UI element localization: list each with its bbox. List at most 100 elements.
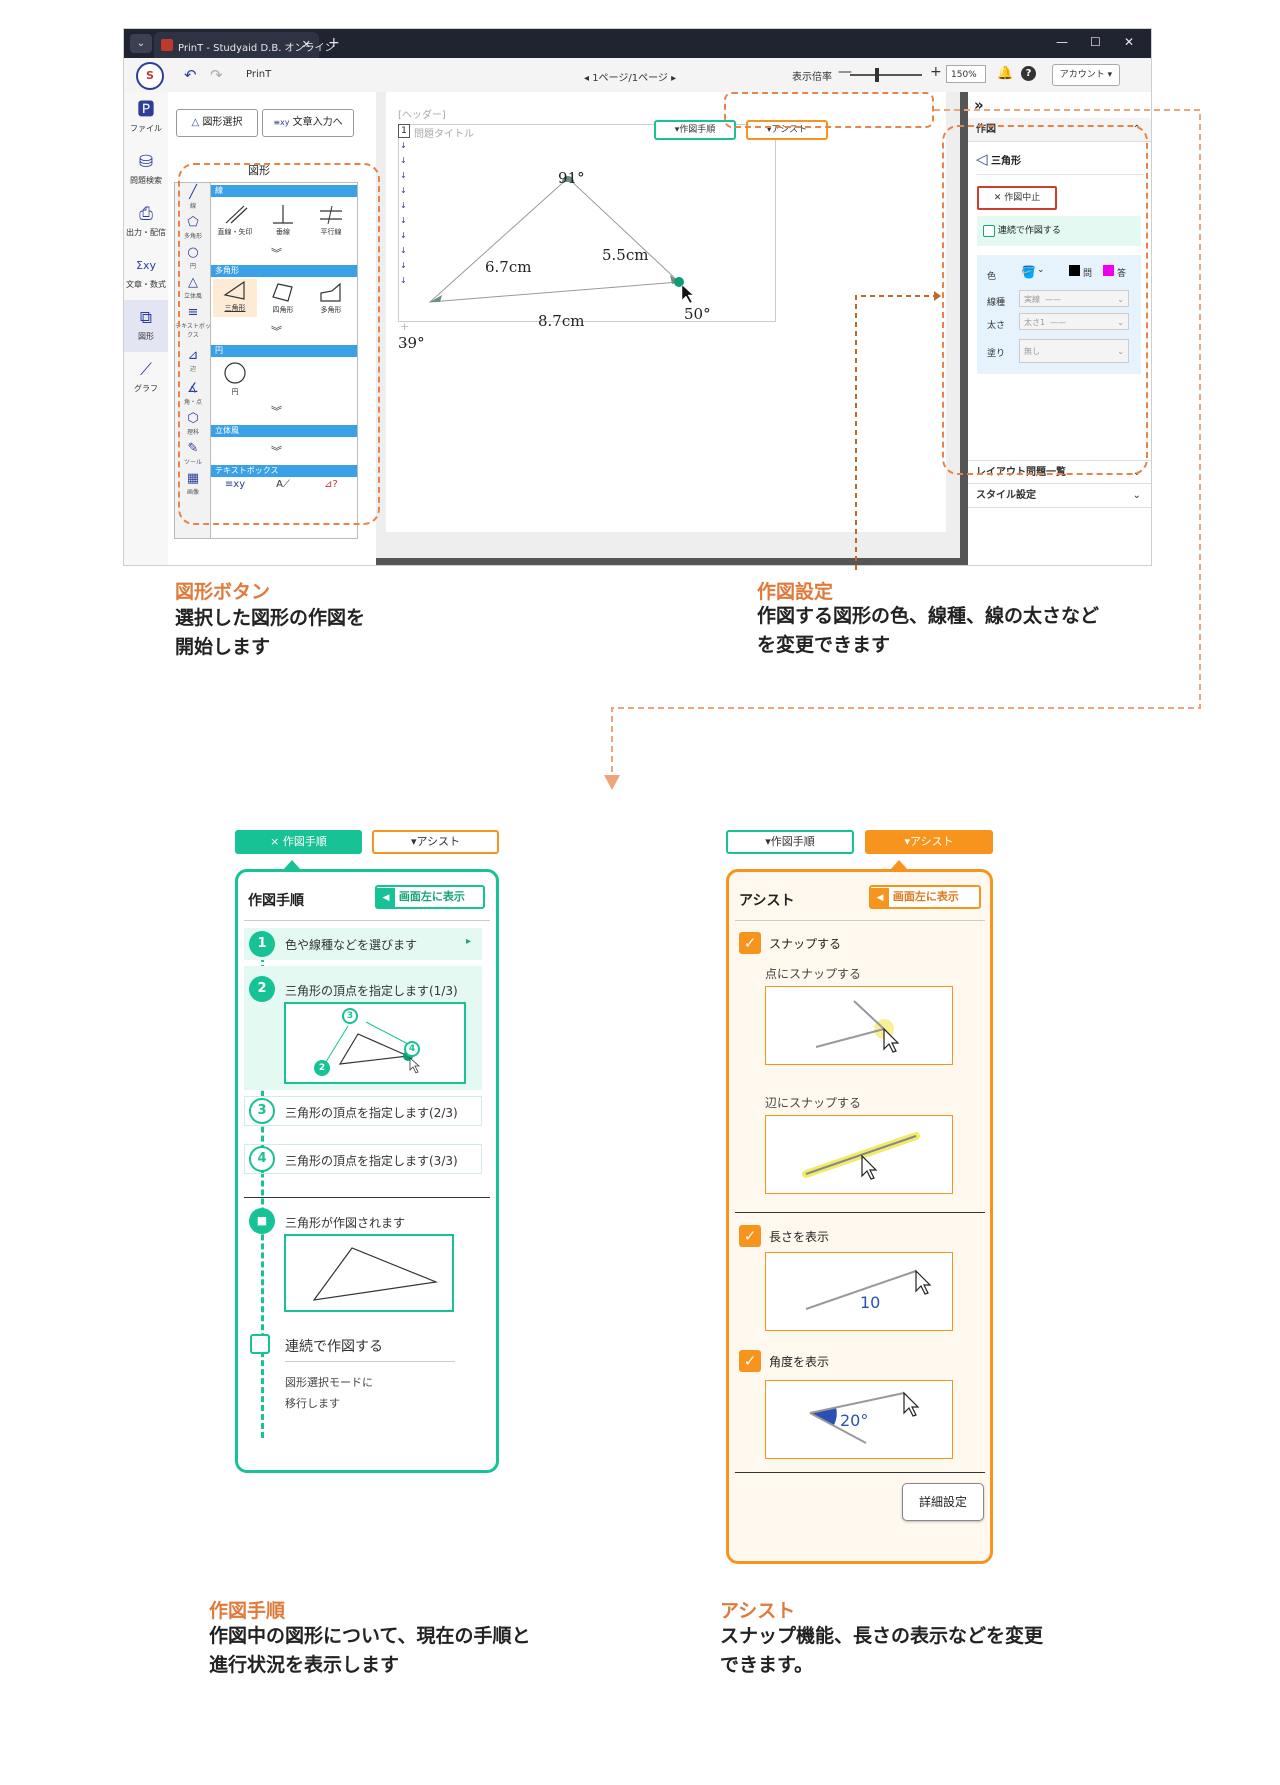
color-magenta-swatch[interactable] [1103, 265, 1114, 276]
procedure-callout-body: 作図中の図形について、現在の手順と 進行状況を表示します [209, 1622, 530, 1680]
show-left-button[interactable]: ◀ 画面左に表示 [375, 885, 485, 909]
expand-polygons-icon[interactable]: ︾ [271, 325, 282, 338]
stop-drawing-button[interactable]: ✕ 作図中止 [977, 186, 1057, 210]
category-line[interactable]: ╱線 [175, 185, 211, 210]
add-row-icon[interactable]: + [400, 338, 410, 351]
header-placeholder[interactable]: [ヘッダー] [398, 110, 446, 121]
shape-parallel[interactable]: 平行線 [311, 203, 351, 237]
procedure-toggle-button[interactable]: ▾作図手順 [654, 120, 736, 140]
shape-circle[interactable]: 円 [215, 361, 255, 397]
browser-tab[interactable]: PrinT - Studyaid D.B. オンライン ✕ [154, 32, 335, 58]
bell-icon[interactable]: 🔔 [997, 66, 1014, 81]
question-title-placeholder[interactable]: 問題タイトル [414, 129, 474, 140]
zoom-in-button[interactable]: + [930, 64, 942, 80]
close-window-button[interactable]: ✕ [1124, 35, 1135, 49]
procedure-tab-active[interactable]: × 作図手順 [235, 830, 362, 854]
category-edge[interactable]: ⊿辺 [175, 348, 211, 373]
category-science[interactable]: ⬡理科 [175, 411, 211, 436]
redo-icon[interactable]: ↷ [210, 66, 223, 84]
continuous-checkbox[interactable] [250, 1334, 270, 1354]
shape-quadrilateral[interactable]: 四角形 [263, 281, 303, 315]
canvas-scrollbar[interactable] [376, 558, 960, 565]
minimize-button[interactable]: — [1056, 35, 1068, 49]
category-angle[interactable]: ∡角・点 [175, 381, 211, 406]
undo-icon[interactable]: ↶ [184, 66, 197, 84]
note-line: 図形選択モードに [285, 1376, 373, 1389]
document-page[interactable]: [ヘッダー] 1 問題タイトル ↓ ↓ ↓ ↓ ↓ ↓ ↓ ↓ ↓ ↓ + + [386, 92, 946, 532]
step-3-row[interactable] [244, 1096, 482, 1126]
zoom-out-button[interactable]: — [838, 64, 852, 80]
shape-textbox-formula[interactable]: ≡xy [224, 479, 246, 490]
shape-button-callout-body: 選択した図形の作図を 開始します [175, 604, 365, 662]
section-style[interactable]: スタイル設定⌄ [968, 484, 1151, 508]
step-1-row[interactable] [244, 928, 482, 960]
fill-select[interactable]: 無し⌄ [1019, 339, 1129, 363]
nav-search[interactable]: ⛁ 問題検索 [124, 144, 168, 196]
shape-polygon[interactable]: 多角形 [311, 281, 351, 315]
side-bottom-label: 8.7cm [538, 312, 585, 330]
continuous-checkbox[interactable] [983, 224, 995, 237]
nav-file[interactable]: 🅿 ファイル [124, 92, 168, 144]
assist-tab[interactable]: ▾アシスト [372, 830, 499, 854]
window-menu-button[interactable]: ⌄ [130, 34, 152, 53]
show-left-button[interactable]: ◀ 画面左に表示 [869, 885, 981, 909]
arrow-marker: ↓ [400, 261, 407, 270]
category-image[interactable]: ▦画像 [175, 471, 211, 496]
assist-toggle-button[interactable]: ▾アシスト [746, 120, 828, 140]
procedure-tab[interactable]: ▾作図手順 [726, 830, 854, 854]
color-dropdown-icon[interactable]: ⌄ [1037, 265, 1045, 275]
panel-divider[interactable] [960, 92, 968, 565]
category-solid[interactable]: △立体風 [175, 275, 211, 300]
line-arrow-icon [225, 205, 248, 224]
tab-close-icon[interactable]: ✕ [301, 38, 311, 51]
nav-shapes[interactable]: ⧉ 図形 [124, 300, 168, 352]
zoom-slider[interactable] [850, 74, 922, 76]
snap-checkbox[interactable]: ✓ [739, 932, 761, 954]
paint-bucket-icon[interactable]: 🪣 [1021, 265, 1036, 279]
nav-text-formula[interactable]: Σxy 文章・数式 [124, 248, 168, 300]
shape-select-button[interactable]: △ 図形選択 [176, 109, 258, 137]
app-logo[interactable]: S [136, 62, 164, 90]
show-length-checkbox[interactable]: ✓ [739, 1225, 761, 1247]
maximize-button[interactable]: ☐ [1090, 35, 1101, 49]
width-select[interactable]: 太さ1 —— ⌄ [1019, 313, 1129, 330]
select-caret-icon: ⌄ [1117, 347, 1124, 356]
collapse-panel-icon[interactable]: » [974, 96, 984, 114]
shape-triangle-selected[interactable]: 三角形 [213, 279, 257, 317]
expand-solids-icon[interactable]: ︾ [271, 445, 282, 458]
nav-graph[interactable]: ⟋ グラフ [124, 352, 168, 404]
add-row-icon[interactable]: + [400, 320, 410, 333]
shape-textbox-question[interactable]: ⊿? [324, 479, 338, 490]
snap-edge-label: 辺にスナップする [765, 1096, 862, 1110]
category-circle[interactable]: ○円 [175, 245, 211, 270]
text-input-button[interactable]: ≡xy 文章入力へ [262, 109, 354, 137]
category-polygon[interactable]: ⬠多角形 [175, 215, 211, 240]
linetype-select[interactable]: 実線 —— ⌄ [1019, 290, 1129, 307]
nav-output[interactable]: ⎙ 出力・配信 [124, 196, 168, 248]
account-button[interactable]: アカウント ▾ [1052, 64, 1120, 86]
expand-circles-icon[interactable]: ︾ [271, 405, 282, 418]
show-angle-checkbox[interactable]: ✓ [739, 1350, 761, 1372]
color-black-swatch[interactable] [1069, 265, 1080, 276]
done-illustration [284, 1234, 454, 1312]
expand-lines-icon[interactable]: ︾ [271, 247, 282, 260]
zoom-slider-handle[interactable] [875, 68, 879, 82]
page-navigation[interactable]: ◂ 1ページ/1ページ ▸ [584, 73, 677, 84]
shape-textbox-label[interactable]: A⟋ [276, 479, 290, 490]
triangle-drawing[interactable] [386, 92, 946, 352]
assist-tab-active[interactable]: ▾アシスト [865, 830, 993, 854]
step-4-row[interactable] [244, 1144, 482, 1174]
app-name: PrinT [246, 69, 272, 80]
tab-pointer [890, 860, 908, 870]
shape-perpendicular[interactable]: 垂線 [263, 203, 303, 237]
question-frame[interactable] [398, 124, 776, 322]
shape-line-arrow[interactable]: 直線・矢印 [215, 203, 255, 237]
category-tool[interactable]: ✎ツール [175, 441, 211, 466]
category-textbox[interactable]: ≡テキストボックス [175, 305, 211, 339]
triangle-icon [223, 280, 245, 300]
section-draw[interactable]: 作図⌃ [968, 118, 1151, 142]
help-icon[interactable]: ? [1021, 66, 1036, 81]
detail-settings-button[interactable]: 詳細設定 [902, 1483, 984, 1521]
new-tab-button[interactable]: + [328, 35, 340, 51]
category-label: 円 [189, 263, 196, 270]
